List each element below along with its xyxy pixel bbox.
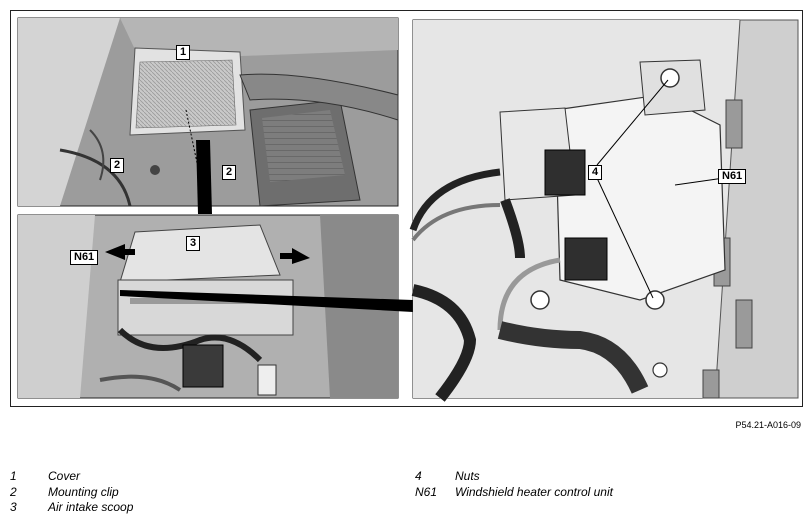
arrow-right-clip: [280, 248, 310, 264]
callout-mounting-clip-right: 2: [222, 165, 237, 180]
nut-bottom: [645, 290, 665, 310]
callout-n61-right: N61: [718, 169, 747, 184]
control-unit-shape: [117, 279, 294, 336]
legend-num: 1: [10, 469, 17, 483]
detail-view: [409, 19, 799, 402]
zoom-link-top: [196, 140, 212, 214]
air-intake-scoop-shape: [119, 224, 281, 283]
callout-air-intake-scoop: 3: [186, 236, 201, 251]
legend-label: Air intake scoop: [48, 500, 134, 514]
legend-num: 2: [10, 485, 17, 499]
callout-n61-left: N61: [70, 250, 99, 265]
cover-grille: [135, 59, 237, 129]
legend-num: 3: [10, 500, 17, 514]
callout-nuts: 4: [588, 165, 603, 180]
callout-mounting-clip-left: 2: [110, 158, 125, 173]
legend-label: Nuts: [455, 469, 480, 483]
arrow-left-clip: [105, 244, 135, 260]
legend-label: Cover: [48, 469, 81, 483]
legend-num: 4: [415, 469, 422, 483]
legend-label: Mounting clip: [48, 485, 119, 499]
nut-top: [660, 68, 680, 88]
callout-cover: 1: [176, 45, 191, 60]
legend-label: Windshield heater control unit: [455, 485, 613, 499]
zoom-link-right: [120, 290, 413, 312]
legend-num: N61: [415, 485, 438, 499]
figure-id: P54.21-A016-09: [735, 420, 801, 430]
